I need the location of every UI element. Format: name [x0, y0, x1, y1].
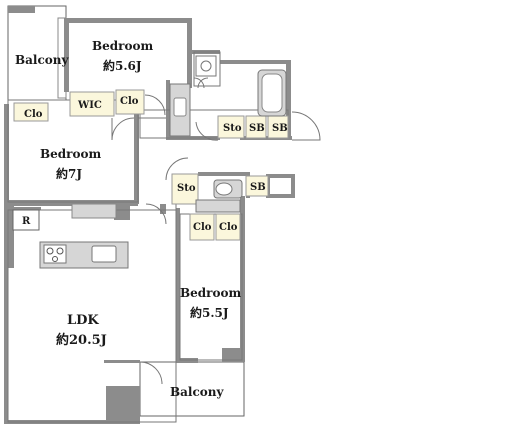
closets	[13, 89, 289, 241]
label-refrigerator: R	[22, 216, 31, 227]
balcony-top	[7, 5, 67, 101]
label-sb-2: SB	[272, 123, 288, 134]
doors	[111, 77, 321, 385]
label-bedroom-mid-size: 約7J	[56, 166, 82, 181]
stove-icon	[43, 244, 67, 264]
label-clo-top-mid: Clo	[120, 96, 139, 107]
label-bedroom-right-size: 約5.5J	[190, 305, 229, 320]
label-sto-top: Sto	[223, 123, 242, 134]
label-ldk: LDK	[67, 313, 99, 328]
sink-icon	[91, 245, 117, 263]
label-bedroom-top-size: 約5.6J	[103, 58, 142, 73]
label-ldk-size: 約20.5J	[56, 332, 107, 348]
label-clo-1: Clo	[193, 222, 212, 233]
label-bedroom-mid: Bedroom	[40, 147, 101, 161]
label-balcony-bottom: Balcony	[170, 385, 225, 399]
label-sb-3: SB	[250, 182, 266, 193]
label-sto-mid: Sto	[177, 183, 196, 194]
label-bedroom-top: Bedroom	[92, 39, 153, 53]
fixtures	[12, 55, 287, 269]
label-balcony-top: Balcony	[15, 53, 70, 67]
washing-machine-icon	[195, 55, 217, 77]
label-sb-1: SB	[249, 123, 265, 134]
label-wic: WIC	[77, 100, 102, 111]
label-clo-2: Clo	[219, 222, 238, 233]
label-clo-top-left: Clo	[24, 109, 43, 120]
refrigerator	[12, 209, 40, 231]
label-bedroom-right: Bedroom	[180, 286, 241, 300]
balcony-bottom	[106, 361, 245, 424]
